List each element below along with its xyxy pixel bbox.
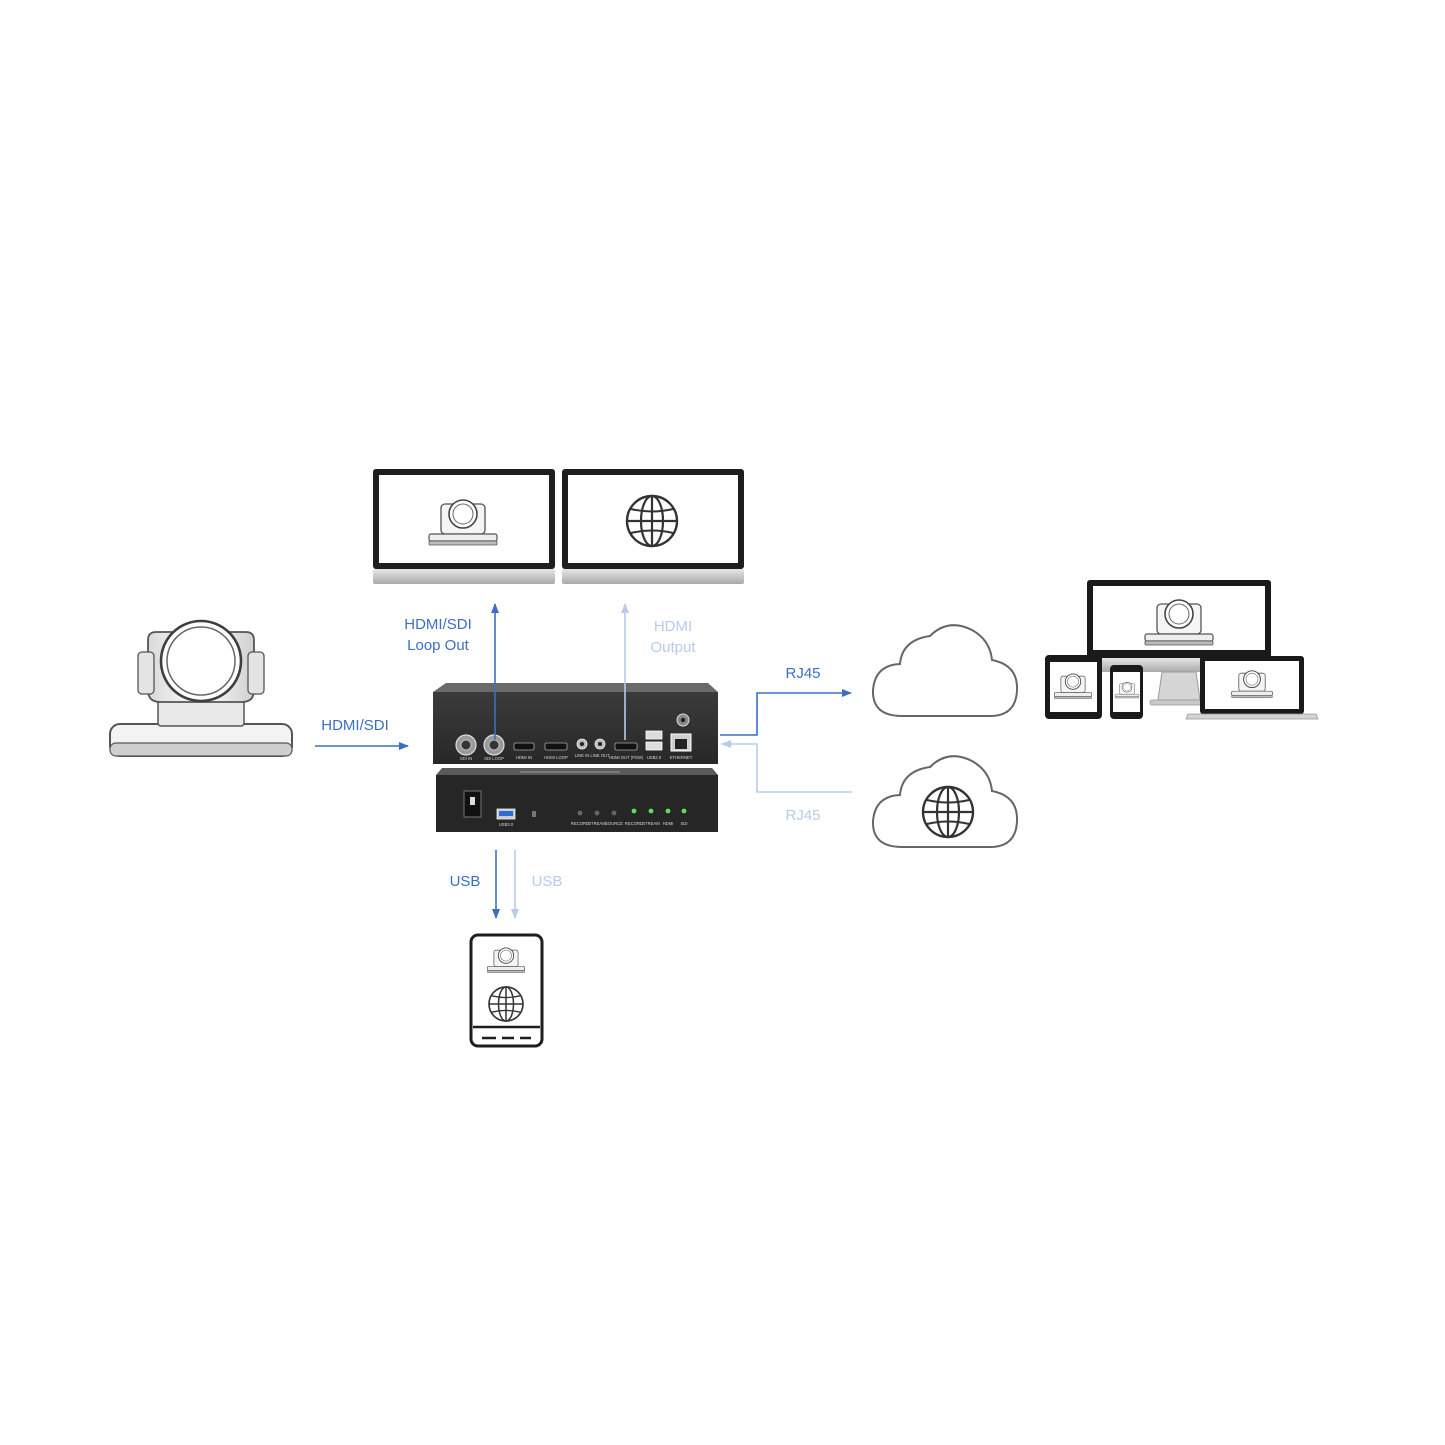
arrow-icon-rj45-in [721,740,852,793]
svg-text:LINE IN: LINE IN [575,753,590,758]
svg-text:HDMI IN: HDMI IN [516,755,532,760]
hdmi-in-port: HDMI IN [513,742,535,760]
svg-text:RECORD: RECORD [571,821,589,826]
label-output-2: Output [650,639,696,656]
label-usb-in: USB [532,873,563,890]
svg-text:ETHERNET: ETHERNET [670,755,693,760]
hdmi-out-pgm-port: HDMI OUT (PGM) [609,742,644,760]
svg-text:HDMI LOOP: HDMI LOOP [544,755,568,760]
svg-text:SDI: SDI [681,821,688,826]
svg-text:HDMI OUT (PGM): HDMI OUT (PGM) [609,755,644,760]
multi-device-icon [1045,580,1319,720]
power-switch [463,790,482,818]
usb-drive-icon [469,933,544,1048]
ptz-camera-icon [109,619,293,757]
label-loop-out-1: HDMI/SDI [404,616,472,633]
status-buttons: RECORD STREAM SOURCE [571,810,623,826]
sdi-in-port: SDI IN [455,734,477,761]
svg-text:SDI LOOP: SDI LOOP [484,756,504,761]
encoder-front-panel: USB3.0 RECORD STREAM SOURCE RECORD STREA… [436,768,718,832]
label-rj45-in: RJ45 [785,807,820,824]
svg-text:STREAM: STREAM [642,821,660,826]
status-leds: RECORD STREAM HDMI SDI [625,808,688,826]
label-loop-out-2: Loop Out [407,637,470,654]
usb2-ports: USB2.0 [645,730,663,760]
cloud-globe-icon [871,755,1019,848]
svg-text:SOURCE: SOURCE [605,821,623,826]
cloud-icon [871,624,1019,717]
line-in-port: LINE IN [575,738,590,758]
svg-text:RECORD: RECORD [625,821,643,826]
svg-text:USB3.0: USB3.0 [499,822,514,827]
monitor-globe-icon [562,469,744,584]
svg-text:HDMI: HDMI [663,821,674,826]
svg-text:LINE OUT: LINE OUT [590,753,610,758]
arrow-icon-rj45-out [720,689,852,736]
line-out-port: LINE OUT [590,738,610,758]
label-input: HDMI/SDI [321,717,389,734]
ethernet-port: ETHERNET [670,733,693,760]
monitor-camera-icon [373,469,555,584]
label-rj45-out: RJ45 [785,665,820,682]
svg-text:STREAM: STREAM [588,821,606,826]
sdi-loop-port: SDI LOOP [483,734,505,761]
label-usb-out: USB [450,873,481,890]
svg-text:USB2.0: USB2.0 [647,755,662,760]
power-jack [676,713,690,727]
usb3-port: USB3.0 [496,808,516,827]
hdmi-loop-port: HDMI LOOP [544,742,568,760]
svg-text:SDI IN: SDI IN [460,756,472,761]
label-output-1: HDMI [654,618,692,635]
encoder-rear-panel: SDI IN SDI LOOP HDMI IN HDMI LOOP LINE I… [433,683,718,764]
reset-button [532,811,536,817]
